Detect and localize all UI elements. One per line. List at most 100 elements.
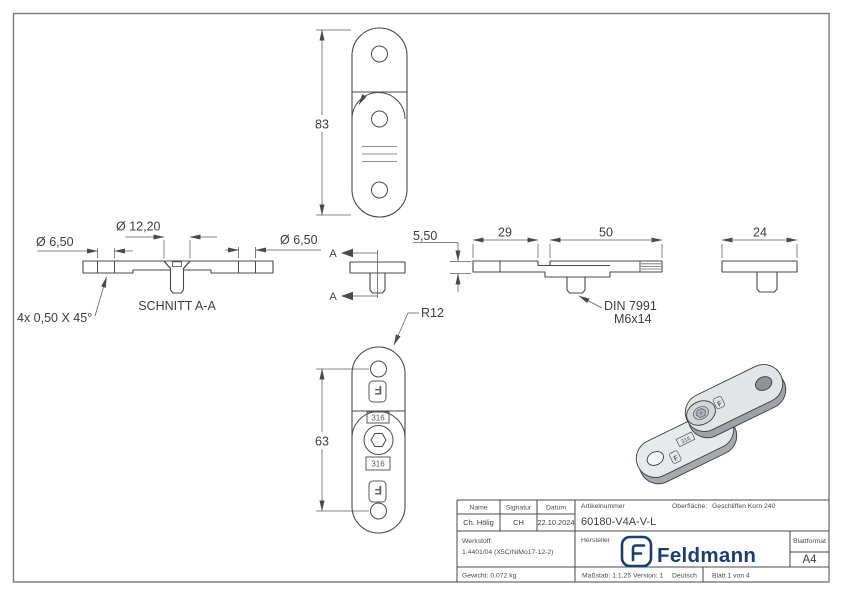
dimension-83: 83 xyxy=(309,29,351,216)
name-label: Name xyxy=(469,505,487,512)
scale-value: Maßstab: 1:1.25 xyxy=(582,573,631,580)
svg-text:29: 29 xyxy=(498,226,512,240)
svg-text:DIN 7991: DIN 7991 xyxy=(604,299,657,313)
screw-note: DIN 7991 M6x14 xyxy=(578,295,657,326)
svg-text:F: F xyxy=(375,483,382,497)
edge-pointer-arrow xyxy=(358,94,367,105)
svg-text:63: 63 xyxy=(315,435,329,449)
hole-bottom-back xyxy=(370,502,387,520)
dimension-550: 5,50 xyxy=(413,229,471,292)
screw-stem-right xyxy=(756,272,778,293)
svg-text:Ø 6,50: Ø 6,50 xyxy=(280,233,318,247)
iso-hole-upper xyxy=(755,376,773,391)
format-value: A4 xyxy=(802,554,817,566)
feldmann-stamp-top: F xyxy=(368,380,387,403)
plate-side-view: 24 xyxy=(721,226,798,293)
iso-logo-stamp-upper: F xyxy=(712,395,726,410)
svg-text:50: 50 xyxy=(599,226,613,240)
cut-arrow-top: A xyxy=(329,248,378,260)
date-value: 22.10.2024 xyxy=(538,518,575,527)
svg-text:5,50: 5,50 xyxy=(413,229,437,243)
material-stamp-lower: 316 xyxy=(365,456,391,471)
isometric-view: 316 F F xyxy=(635,364,787,485)
cut-side-view: A A 5,50 xyxy=(329,229,471,303)
svg-text:Ø 12,20: Ø 12,20 xyxy=(116,220,161,234)
radius-note: R12 xyxy=(393,306,444,346)
iso-screw-head xyxy=(686,400,716,426)
svg-text:316: 316 xyxy=(680,435,692,445)
sheet-frame xyxy=(12,12,830,583)
hole-top xyxy=(371,45,388,63)
signature-value: CH xyxy=(513,518,524,527)
screw-head-circle xyxy=(363,425,394,455)
feldmann-logo-icon xyxy=(620,535,653,568)
weight-value: Gewicht: 0.072 kg xyxy=(462,573,517,580)
svg-text:F: F xyxy=(673,454,681,462)
chamfer-note: 4x 0,50 X 45° xyxy=(17,276,107,325)
dimension-dia-650-left: Ø 6,50 xyxy=(36,235,133,259)
feldmann-stamp-bottom: F xyxy=(368,480,387,503)
svg-text:Ø 6,50: Ø 6,50 xyxy=(36,235,74,249)
hex-socket xyxy=(370,433,387,447)
section-left-bar xyxy=(82,260,172,274)
dimension-dia-1220: Ø 12,20 xyxy=(116,220,217,259)
dimension-63: 63 xyxy=(309,368,369,512)
iso-material-stamp: 316 xyxy=(675,431,696,448)
iso-hole-lower xyxy=(646,451,664,466)
title-block: Name Signatur Datum Ch. Hölig CH 22.10.2… xyxy=(456,499,829,582)
version-value: Version: 1 xyxy=(633,573,663,580)
dimension-29: 29 xyxy=(472,226,539,258)
section-title: SCHNITT A-A xyxy=(138,299,216,313)
hole-right-cut xyxy=(238,261,256,273)
front-view: 83 xyxy=(309,27,408,218)
signature-label: Signatur xyxy=(506,505,532,512)
svg-text:316: 316 xyxy=(371,414,385,423)
lower-plate-arc xyxy=(351,92,406,120)
material-stamp-upper: 316 xyxy=(366,411,390,424)
countersunk-screw-cut xyxy=(163,260,191,294)
assembly-side-view: 29 50 DIN 7991 M6x14 xyxy=(472,226,663,326)
dimension-50: 50 xyxy=(549,226,663,258)
svg-text:4x 0,50 X 45°: 4x 0,50 X 45° xyxy=(17,311,92,325)
manufacturer-label: Hersteller xyxy=(581,537,611,544)
assembly-outline xyxy=(472,260,663,278)
feldmann-logo-text: Feldmann xyxy=(657,544,756,567)
front-outline xyxy=(351,27,408,218)
svg-text:R12: R12 xyxy=(421,306,444,320)
hex-socket-cut xyxy=(172,261,182,267)
svg-text:A: A xyxy=(329,248,337,260)
hole-bottom xyxy=(371,181,388,199)
knurl-lines xyxy=(641,263,661,270)
back-view: F 316 316 F 63 R12 xyxy=(309,306,444,534)
back-outline xyxy=(351,346,406,534)
language-value: Deutsch xyxy=(672,573,697,580)
surface-label: Oberfläche: xyxy=(672,503,707,510)
dimension-dia-650-right: Ø 6,50 xyxy=(225,233,321,259)
date-label: Datum xyxy=(546,505,566,512)
feldmann-logo: Feldmann xyxy=(620,535,756,568)
material-label: Werkstoff: xyxy=(462,538,492,545)
article-label: Artikelnummer xyxy=(581,503,626,510)
hole-top-back xyxy=(370,360,387,378)
svg-text:316: 316 xyxy=(371,460,385,469)
iso-logo-stamp-lower: F xyxy=(669,450,682,464)
hole-left-cut xyxy=(97,261,115,273)
plate-profile-right xyxy=(721,260,798,273)
sheet-value: Blatt 1 von 4 xyxy=(712,573,750,580)
name-value: Ch. Hölig xyxy=(463,518,493,527)
svg-text:83: 83 xyxy=(315,118,329,132)
screw-stem xyxy=(566,277,586,294)
surface-value: Geschliffen Korn 240 xyxy=(712,503,776,510)
cut-arrow-bottom: A xyxy=(329,291,378,303)
format-label: Blattformat xyxy=(793,538,826,545)
svg-text:24: 24 xyxy=(753,226,767,240)
svg-text:M6x14: M6x14 xyxy=(614,312,652,326)
hole-middle xyxy=(371,110,388,128)
svg-text:F: F xyxy=(717,400,725,408)
article-number: 60180-V4A-V-L xyxy=(581,516,656,528)
svg-text:F: F xyxy=(375,383,382,397)
dimension-24: 24 xyxy=(721,226,798,258)
material-value: 1.4401/04 (X5CrNiMo17-12-2) xyxy=(462,549,553,556)
